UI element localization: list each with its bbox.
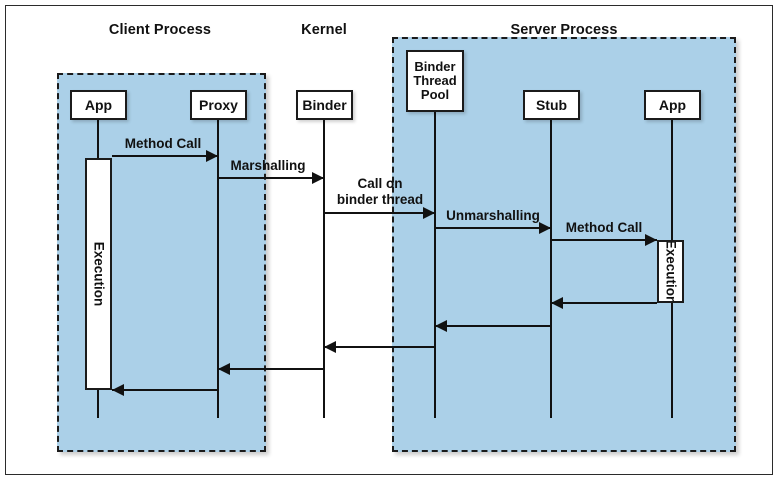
message-label-line: Marshalling xyxy=(230,158,306,173)
message-call-on-binder-thread xyxy=(324,211,435,215)
message-method-call-server-arrowhead xyxy=(645,233,657,246)
execution-server: Execution xyxy=(657,240,684,303)
message-unmarshalling-arrowhead xyxy=(539,221,551,234)
lifeline-binder xyxy=(322,120,326,418)
message-unmarshalling xyxy=(435,226,551,230)
participant-label: Proxy xyxy=(199,96,238,113)
participant-app-client[interactable]: App xyxy=(70,90,127,120)
message-return-proxy-to-app-arrowhead xyxy=(112,383,124,396)
message-return-stub-to-pool-arrowhead xyxy=(435,319,447,332)
message-label-line: Unmarshalling xyxy=(446,208,540,223)
message-marshalling-arrowhead xyxy=(312,171,324,184)
message-marshalling xyxy=(218,176,324,180)
message-return-pool-to-binder xyxy=(324,345,435,349)
diagram-frame xyxy=(5,5,773,475)
execution-bar-label: Execution xyxy=(91,241,106,307)
lifeline-proxy xyxy=(216,120,220,418)
message-return-binder-to-proxy xyxy=(218,367,324,371)
participant-binder[interactable]: Binder xyxy=(296,90,353,120)
message-marshalling-label: Marshalling xyxy=(230,158,305,173)
lifeline-stub xyxy=(549,120,553,418)
message-return-pool-to-binder-arrowhead xyxy=(324,340,336,353)
message-method-call-client xyxy=(112,154,218,158)
message-method-call-client-label: Method Call xyxy=(125,136,202,151)
participant-label-line: Thread xyxy=(413,72,457,88)
message-return-stub-to-pool xyxy=(435,324,551,328)
message-label-line: binder thread xyxy=(336,191,424,207)
message-return-binder-to-proxy-arrowhead xyxy=(218,362,230,375)
message-method-call-server xyxy=(551,238,657,242)
execution-bar-label: Execution xyxy=(663,240,678,303)
message-method-call-server-label: Method Call xyxy=(566,220,643,235)
participant-app-server[interactable]: App xyxy=(644,90,701,120)
process-header-client-process: Client Process xyxy=(108,22,212,38)
process-header-kernel: Kernel xyxy=(301,22,347,38)
lifeline-binder-thread-pool xyxy=(433,112,437,418)
participant-label: App xyxy=(84,96,113,113)
participant-label: App xyxy=(658,96,687,113)
participant-label: Stub xyxy=(535,96,568,113)
message-label-line: Method Call xyxy=(124,136,202,151)
message-return-app-to-stub-arrowhead xyxy=(551,296,563,309)
participant-stub[interactable]: Stub xyxy=(523,90,580,120)
participant-proxy[interactable]: Proxy xyxy=(190,90,247,120)
message-label-line: Call on xyxy=(357,176,403,191)
message-return-app-to-stub xyxy=(551,301,657,305)
message-unmarshalling-label: Unmarshalling xyxy=(446,208,540,223)
message-method-call-client-arrowhead xyxy=(206,149,218,162)
participant-label: Binder xyxy=(302,96,347,113)
message-return-proxy-to-app xyxy=(112,388,218,392)
message-call-on-binder-thread-arrowhead xyxy=(423,206,435,219)
message-label-line: Method Call xyxy=(565,220,643,235)
process-header-server-process: Server Process xyxy=(510,22,618,38)
execution-client: Execution xyxy=(85,158,112,390)
participant-label-line: Binder xyxy=(414,58,456,74)
participant-label-line: Pool xyxy=(420,87,450,103)
